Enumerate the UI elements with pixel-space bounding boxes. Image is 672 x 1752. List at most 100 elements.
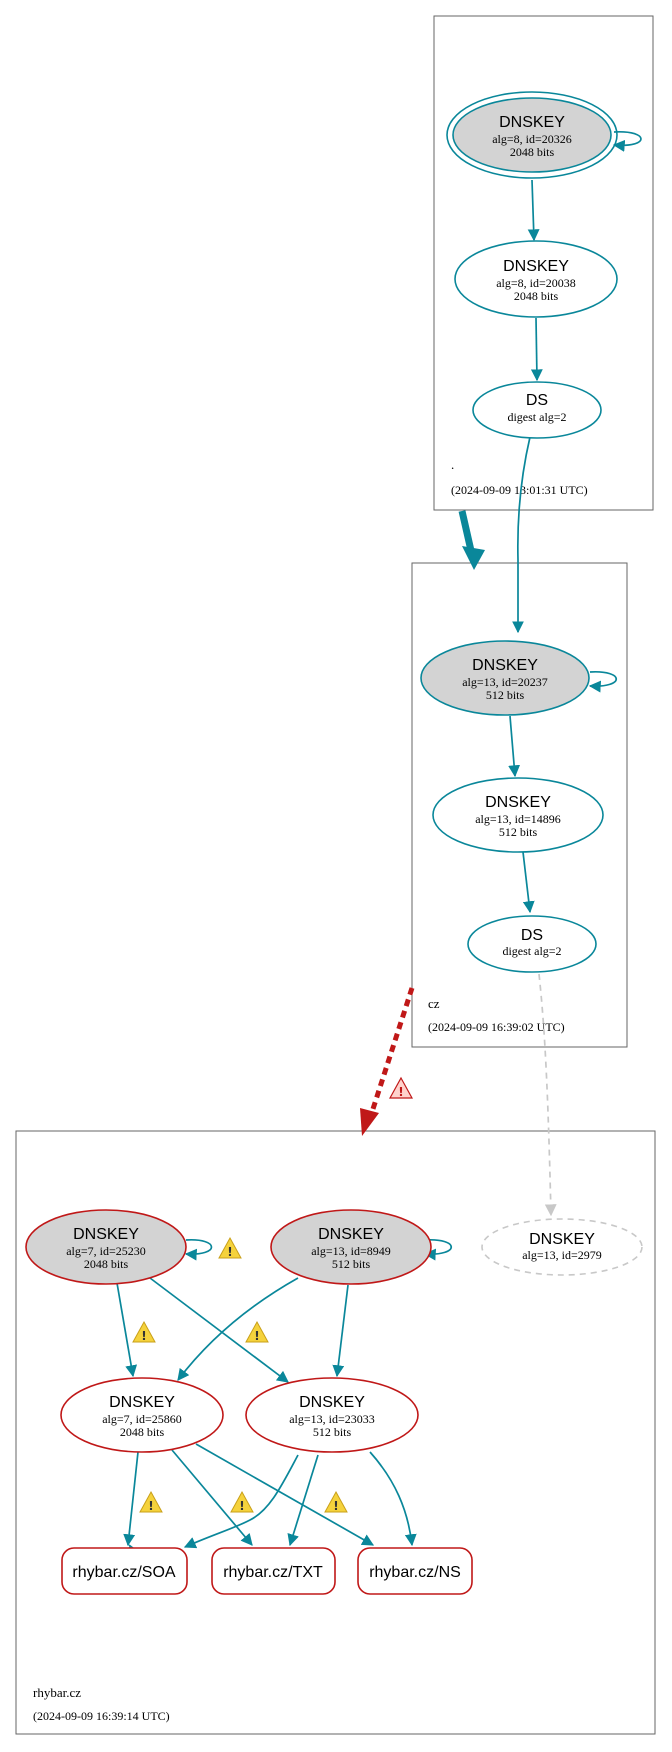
rrset-label: rhybar.cz/TXT bbox=[223, 1564, 323, 1581]
warning-glyph: ! bbox=[148, 1499, 153, 1513]
delegation-root-to-cz bbox=[458, 510, 485, 570]
node-rhybar-zsk-alg13[interactable]: DNSKEY alg=13, id=23033 512 bits bbox=[245, 1377, 419, 1453]
warning-icon-ksk7-to-zsk13[interactable]: ! bbox=[245, 1320, 269, 1343]
delegation-bogus-arrowhead bbox=[360, 1108, 379, 1136]
node-detail-label: alg=13, id=8949 bbox=[311, 1244, 391, 1258]
node-detail-label: alg=13, id=20237 bbox=[462, 675, 548, 689]
node-size-label: 512 bits bbox=[486, 688, 525, 702]
node-type-label: DNSKEY bbox=[109, 1394, 175, 1411]
node-type-label: DS bbox=[526, 392, 548, 409]
delegation-cz-to-rhybar bbox=[360, 987, 415, 1136]
warning-icon-ksk7-self[interactable]: ! bbox=[218, 1236, 242, 1259]
edge-zsk7-to-txt bbox=[171, 1449, 253, 1546]
edge-ksk13-to-zsk13 bbox=[332, 1284, 349, 1378]
edge-root-zsk-to-ds bbox=[530, 317, 543, 382]
warning-icon-zsk7-to-soa[interactable]: ! bbox=[139, 1490, 163, 1513]
warning-glyph: ! bbox=[254, 1329, 259, 1343]
edge-ksk13-to-zsk7 bbox=[177, 1277, 299, 1381]
zone-cz: cz (2024-09-09 16:39:02 UTC) bbox=[411, 562, 628, 1048]
node-type-label: DNSKEY bbox=[299, 1394, 365, 1411]
error-icon-delegation[interactable]: ! bbox=[388, 1076, 414, 1099]
node-size-label: 2048 bits bbox=[510, 145, 555, 159]
node-type-label: DNSKEY bbox=[499, 114, 565, 131]
delegation-arrowhead bbox=[462, 546, 485, 570]
node-rhybar-missing-key[interactable]: DNSKEY alg=13, id=2979 bbox=[481, 1218, 643, 1276]
edge-zsk13-to-ns bbox=[369, 1451, 417, 1547]
zone-root-timestamp: (2024-09-09 13:01:31 UTC) bbox=[451, 483, 588, 497]
node-root-ds[interactable]: DS digest alg=2 bbox=[472, 381, 602, 439]
edge-cz-ksk-self bbox=[588, 671, 618, 693]
warning-icon-zsk7-to-txt[interactable]: ! bbox=[230, 1490, 254, 1513]
edges-root bbox=[512, 131, 642, 634]
zone-cz-timestamp: (2024-09-09 16:39:02 UTC) bbox=[428, 1020, 565, 1034]
zone-rhybar-box bbox=[15, 1130, 656, 1735]
edge-root-ds-to-cz-ksk bbox=[512, 436, 531, 634]
node-size-label: 2048 bits bbox=[514, 289, 559, 303]
node-detail-label: alg=13, id=23033 bbox=[289, 1412, 375, 1426]
edge-cz-ds-to-missing-key bbox=[538, 973, 557, 1217]
node-type-label: DNSKEY bbox=[318, 1226, 384, 1243]
node-root-zsk[interactable]: DNSKEY alg=8, id=20038 2048 bits bbox=[454, 240, 618, 318]
edge-ksk7-self bbox=[184, 1239, 213, 1261]
edge-root-ksk-to-zsk bbox=[527, 179, 540, 242]
node-cz-zsk[interactable]: DNSKEY alg=13, id=14896 512 bits bbox=[432, 777, 604, 853]
rrset-label: rhybar.cz/NS bbox=[369, 1564, 461, 1581]
node-size-label: 512 bits bbox=[499, 825, 538, 839]
node-type-label: DNSKEY bbox=[472, 657, 538, 674]
node-detail-label: alg=7, id=25860 bbox=[102, 1412, 182, 1426]
node-detail-label: alg=13, id=14896 bbox=[475, 812, 561, 826]
edge-cz-ksk-to-zsk bbox=[508, 715, 521, 778]
node-type-label: DNSKEY bbox=[503, 258, 569, 275]
node-detail-label: alg=8, id=20038 bbox=[496, 276, 576, 290]
node-type-label: DS bbox=[521, 927, 543, 944]
warning-glyph: ! bbox=[227, 1245, 232, 1259]
node-detail-label: digest alg=2 bbox=[502, 944, 561, 958]
node-rhybar-ksk-alg7[interactable]: DNSKEY alg=7, id=25230 2048 bits bbox=[25, 1209, 187, 1285]
edge-zsk13-to-txt bbox=[287, 1454, 319, 1547]
node-rhybar-ksk-alg13[interactable]: DNSKEY alg=13, id=8949 512 bits bbox=[270, 1209, 432, 1285]
zone-rhybar-name: rhybar.cz bbox=[33, 1685, 81, 1700]
edge-zsk7-to-soa bbox=[123, 1451, 139, 1547]
zone-cz-box bbox=[411, 562, 628, 1048]
zone-root-name: . bbox=[451, 457, 454, 472]
node-size-label: 512 bits bbox=[313, 1425, 352, 1439]
error-glyph: ! bbox=[398, 1085, 403, 1099]
rrset-soa[interactable]: rhybar.cz/SOA bbox=[61, 1547, 188, 1595]
node-cz-ksk[interactable]: DNSKEY alg=13, id=20237 512 bits bbox=[420, 640, 590, 716]
edge-zsk13-to-soa bbox=[183, 1454, 299, 1549]
warning-icon-ksk7-to-zsk7[interactable]: ! bbox=[132, 1320, 156, 1343]
node-rhybar-zsk-alg7[interactable]: DNSKEY alg=7, id=25860 2048 bits bbox=[60, 1377, 224, 1453]
node-detail-label: alg=7, id=25230 bbox=[66, 1244, 146, 1258]
zone-rhybar: rhybar.cz (2024-09-09 16:39:14 UTC) bbox=[15, 1130, 656, 1735]
node-size-label: 2048 bits bbox=[84, 1257, 129, 1271]
rrset-txt[interactable]: rhybar.cz/TXT bbox=[211, 1547, 336, 1595]
edge-ksk7-to-zsk7 bbox=[116, 1282, 138, 1378]
zone-cz-name: cz bbox=[428, 996, 440, 1011]
edges-cz bbox=[508, 671, 618, 1217]
edges-rhybar bbox=[116, 1239, 453, 1553]
zone-rhybar-timestamp: (2024-09-09 16:39:14 UTC) bbox=[33, 1709, 170, 1723]
warning-glyph: ! bbox=[239, 1499, 244, 1513]
node-cz-ds[interactable]: DS digest alg=2 bbox=[467, 915, 597, 973]
edge-ksk13-self bbox=[423, 1239, 453, 1261]
warning-glyph: ! bbox=[333, 1499, 338, 1513]
node-type-label: DNSKEY bbox=[529, 1231, 595, 1248]
edge-ksk7-to-zsk13 bbox=[149, 1277, 289, 1383]
edge-zsk7-to-ns bbox=[195, 1443, 375, 1546]
node-detail-label: digest alg=2 bbox=[507, 410, 566, 424]
node-size-label: 2048 bits bbox=[120, 1425, 165, 1439]
node-type-label: DNSKEY bbox=[485, 794, 551, 811]
node-size-label: 512 bits bbox=[332, 1257, 371, 1271]
warning-glyph: ! bbox=[141, 1329, 146, 1343]
edge-cz-zsk-to-ds bbox=[522, 851, 535, 914]
node-detail-label: alg=13, id=2979 bbox=[522, 1248, 602, 1262]
rrset-label: rhybar.cz/SOA bbox=[72, 1564, 175, 1581]
rrset-ns[interactable]: rhybar.cz/NS bbox=[357, 1547, 473, 1595]
node-detail-label: alg=8, id=20326 bbox=[492, 132, 572, 146]
warning-icon-zsk7-to-ns[interactable]: ! bbox=[324, 1490, 348, 1513]
zone-root-box bbox=[433, 15, 654, 511]
node-root-ksk[interactable]: DNSKEY alg=8, id=20326 2048 bits bbox=[446, 91, 618, 179]
node-type-label: DNSKEY bbox=[73, 1226, 139, 1243]
edge-root-ksk-self bbox=[612, 131, 642, 152]
zone-root: . (2024-09-09 13:01:31 UTC) bbox=[433, 15, 654, 511]
